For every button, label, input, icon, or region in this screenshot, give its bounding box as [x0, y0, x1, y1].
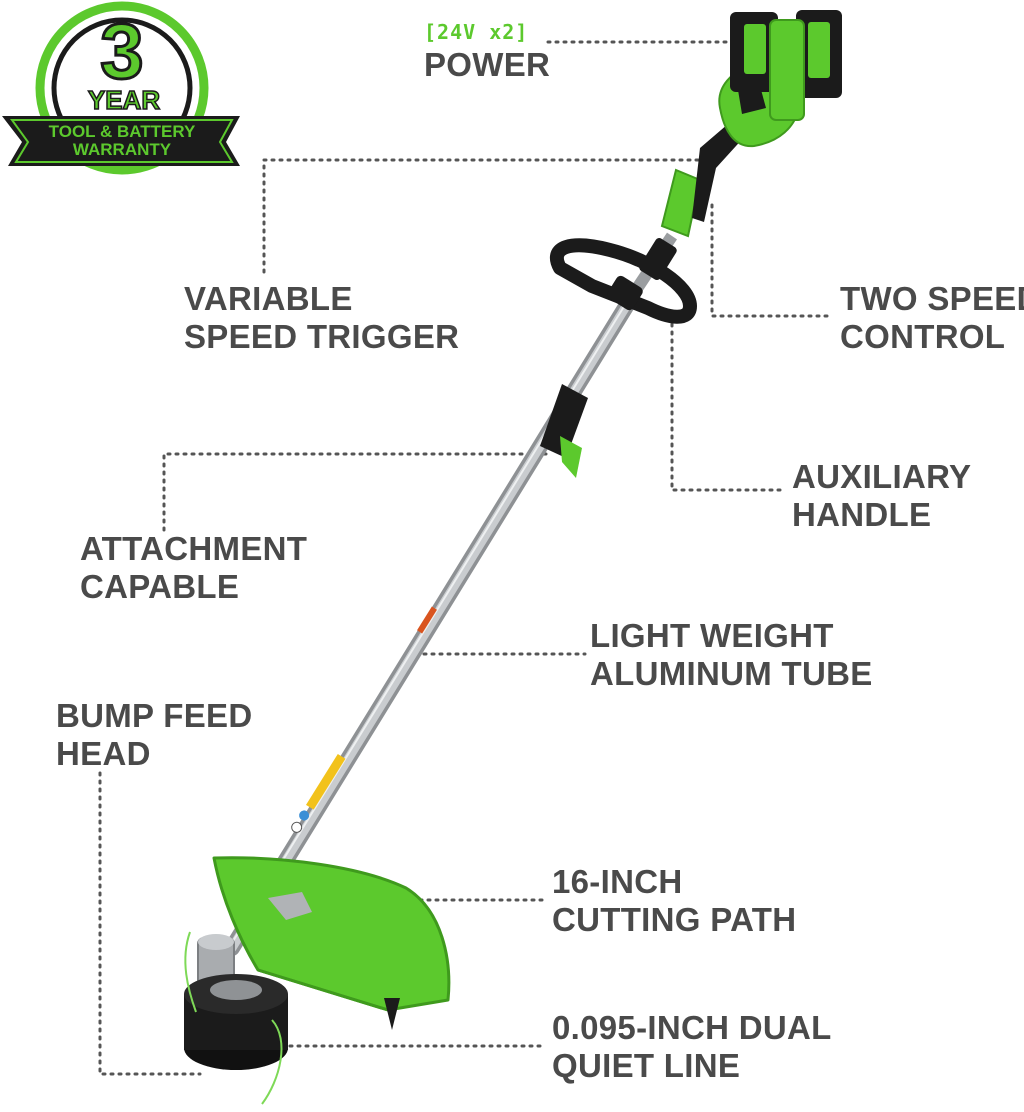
- power-spec-label: [24V x2]: [424, 20, 529, 44]
- callout-line: ATTACHMENT: [80, 530, 308, 567]
- callout-line: CAPABLE: [80, 568, 240, 605]
- callout-line: 16-INCH: [552, 863, 683, 900]
- callout-two-speed-control: TWO SPEED CONTROL: [840, 280, 1024, 356]
- callout-line: BUMP FEED: [56, 697, 253, 734]
- callout-leader-lines: [98, 40, 834, 1076]
- tube-stickers: [291, 753, 346, 833]
- badge-ribbon-line2: WARRANTY: [73, 140, 172, 159]
- callout-line: VARIABLE: [184, 280, 353, 317]
- attachment-coupler: [540, 384, 588, 478]
- auxiliary-handle: [549, 238, 697, 324]
- badge-ribbon-line1: TOOL & BATTERY: [49, 122, 196, 141]
- badge-year: YEAR: [88, 85, 160, 115]
- callout-attachment-capable: ATTACHMENT CAPABLE: [80, 530, 307, 606]
- callout-line: ALUMINUM TUBE: [590, 655, 873, 692]
- callout-line: SPEED TRIGGER: [184, 318, 460, 355]
- callout-line: HEAD: [56, 735, 151, 772]
- callout-line: LIGHT WEIGHT: [590, 617, 834, 654]
- warranty-badge: 3 YEAR TOOL & BATTERY WARRANTY: [2, 1, 240, 175]
- grass-guard: [212, 856, 451, 1030]
- badge-number: 3: [100, 7, 143, 95]
- callout-line: CONTROL: [840, 318, 1006, 355]
- battery-packs: [730, 10, 842, 121]
- callout-line: AUXILIARY: [792, 458, 972, 495]
- callout-line: CUTTING PATH: [552, 901, 797, 938]
- callout-line: 0.095-INCH DUAL: [552, 1009, 832, 1046]
- callout-light-weight-tube: LIGHT WEIGHT ALUMINUM TUBE: [590, 617, 873, 693]
- callout-power: POWER: [424, 46, 550, 84]
- callout-line: QUIET LINE: [552, 1047, 741, 1084]
- callout-cutting-path: 16-INCH CUTTING PATH: [552, 863, 796, 939]
- callout-dual-line: 0.095-INCH DUAL QUIET LINE: [552, 1009, 832, 1085]
- bump-feed-spool: [184, 931, 288, 1105]
- callout-variable-speed-trigger: VARIABLE SPEED TRIGGER: [184, 280, 459, 356]
- callout-line: HANDLE: [792, 496, 932, 533]
- callout-bump-feed-head: BUMP FEED HEAD: [56, 697, 252, 773]
- callout-auxiliary-handle: AUXILIARY HANDLE: [792, 458, 971, 534]
- callout-line: TWO SPEED: [840, 280, 1024, 317]
- callout-power-line1: POWER: [424, 46, 551, 83]
